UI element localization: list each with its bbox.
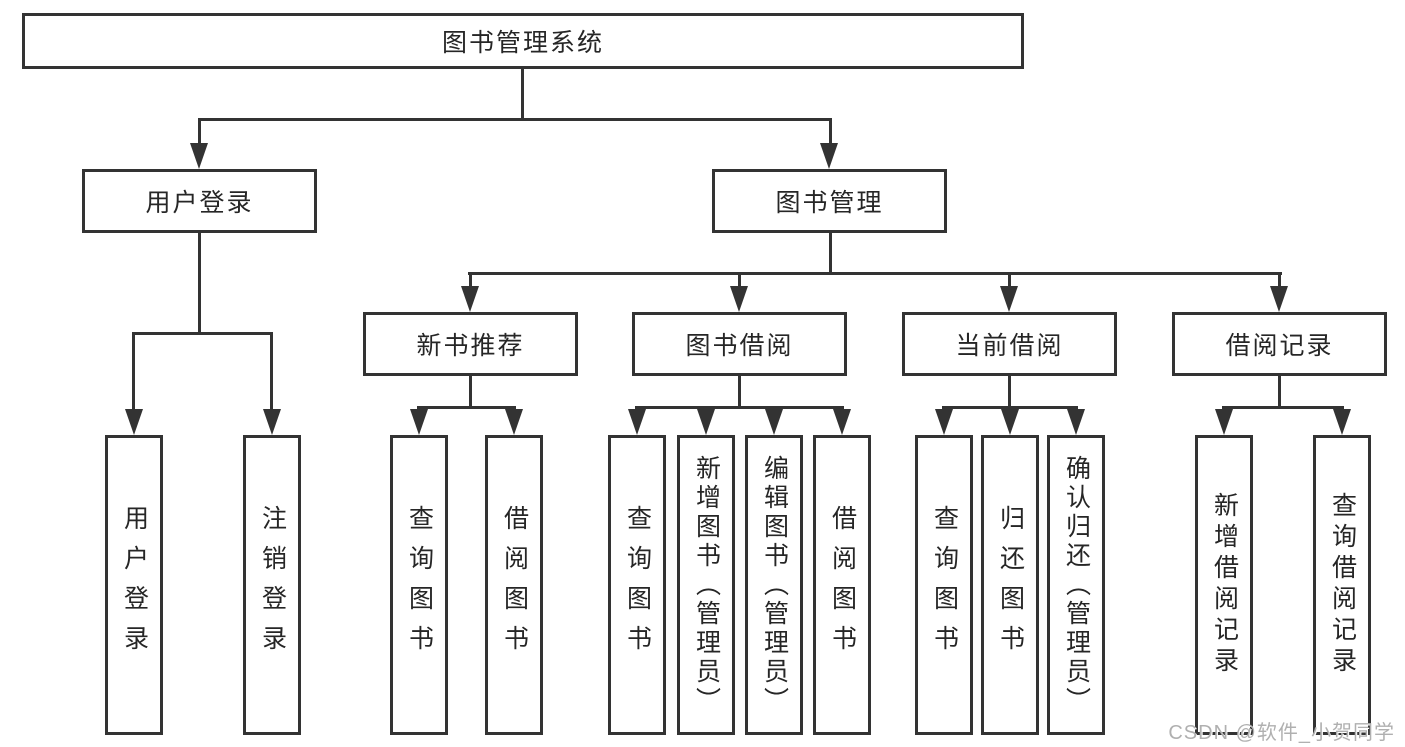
connector-line (198, 120, 201, 146)
connector-line (942, 406, 1078, 409)
leaf-borrowing-edit-books-admin: 编辑图书（管理员） (745, 435, 803, 735)
node-label: 当前借阅 (955, 332, 1064, 360)
leaf-label: 编辑图书（管理员） (760, 454, 789, 716)
leaf-label: 查询借阅记录 (1328, 492, 1357, 678)
arrow-down-icon (1001, 409, 1019, 435)
leaf-current-return-books: 归还图书 (981, 435, 1039, 735)
csdn-watermark: CSDN @软件_小贺同学 (1168, 722, 1395, 744)
leaf-borrowing-query-books: 查询图书 (608, 435, 666, 735)
node-library-management-system: 图书管理系统 (22, 13, 1024, 69)
arrow-down-icon (1067, 409, 1085, 435)
connector-line (738, 376, 741, 408)
node-label: 用户登录 (145, 189, 254, 217)
leaf-borrowing-add-books-admin: 新增图书（管理员） (677, 435, 735, 735)
arrow-down-icon (820, 143, 838, 169)
connector-line (270, 334, 273, 410)
connector-line (1278, 274, 1281, 288)
connector-line (132, 332, 273, 335)
arrow-down-icon (697, 409, 715, 435)
arrow-down-icon (461, 286, 479, 312)
leaf-records-add-borrow-record: 新增借阅记录 (1195, 435, 1253, 735)
connector-line (417, 406, 516, 409)
node-book-management: 图书管理 (712, 169, 947, 233)
node-label: 借阅记录 (1225, 332, 1334, 360)
node-label: 新书推荐 (416, 332, 525, 360)
connector-line (469, 376, 472, 408)
leaf-label: 借阅图书 (828, 505, 857, 665)
arrow-down-icon (1333, 409, 1351, 435)
connector-line (468, 272, 1282, 275)
leaf-current-confirm-return-admin: 确认归还（管理员） (1047, 435, 1105, 735)
connector-line (1008, 376, 1011, 408)
connector-line (132, 334, 135, 410)
leaf-current-query-books: 查询图书 (915, 435, 973, 735)
arrow-down-icon (190, 143, 208, 169)
connector-line (521, 69, 524, 121)
arrow-down-icon (765, 409, 783, 435)
arrow-down-icon (263, 409, 281, 435)
arrow-down-icon (935, 409, 953, 435)
connector-line (469, 274, 472, 288)
node-new-book-recommendation: 新书推荐 (363, 312, 578, 376)
node-user-login: 用户登录 (82, 169, 317, 233)
leaf-label: 查询图书 (623, 505, 652, 665)
node-borrowing-records: 借阅记录 (1172, 312, 1387, 376)
arrow-down-icon (628, 409, 646, 435)
leaf-label: 查询图书 (930, 505, 959, 665)
leaf-recommend-borrow-books: 借阅图书 (485, 435, 543, 735)
leaf-label: 查询图书 (405, 505, 434, 665)
leaf-label: 借阅图书 (500, 505, 529, 665)
arrow-down-icon (410, 409, 428, 435)
leaf-recommend-query-books: 查询图书 (390, 435, 448, 735)
arrow-down-icon (125, 409, 143, 435)
arrow-down-icon (1215, 409, 1233, 435)
node-label: 图书管理 (775, 189, 884, 217)
leaf-label: 新增图书（管理员） (692, 454, 721, 716)
connector-line (829, 120, 832, 146)
connector-line (1008, 274, 1011, 288)
leaf-label: 用户登录 (120, 505, 149, 665)
node-book-borrowing: 图书借阅 (632, 312, 847, 376)
leaf-user-login: 用户登录 (105, 435, 163, 735)
leaf-records-query-borrow-record: 查询借阅记录 (1313, 435, 1371, 735)
node-label: 图书管理系统 (441, 29, 604, 57)
connector-line (198, 233, 201, 334)
connector-line (829, 233, 832, 275)
leaf-label: 新增借阅记录 (1210, 492, 1239, 678)
leaf-borrowing-borrow-books: 借阅图书 (813, 435, 871, 735)
connector-line (635, 406, 844, 409)
node-current-borrowing: 当前借阅 (902, 312, 1117, 376)
leaf-label: 确认归还（管理员） (1062, 454, 1091, 716)
connector-line (198, 118, 832, 121)
connector-line (1222, 406, 1344, 409)
node-label: 图书借阅 (685, 332, 794, 360)
connector-line (738, 274, 741, 288)
arrow-down-icon (1270, 286, 1288, 312)
arrow-down-icon (730, 286, 748, 312)
connector-line (1278, 376, 1281, 408)
leaf-logout: 注销登录 (243, 435, 301, 735)
arrow-down-icon (833, 409, 851, 435)
leaf-label: 注销登录 (258, 505, 287, 665)
arrow-down-icon (505, 409, 523, 435)
arrow-down-icon (1000, 286, 1018, 312)
leaf-label: 归还图书 (996, 505, 1025, 665)
